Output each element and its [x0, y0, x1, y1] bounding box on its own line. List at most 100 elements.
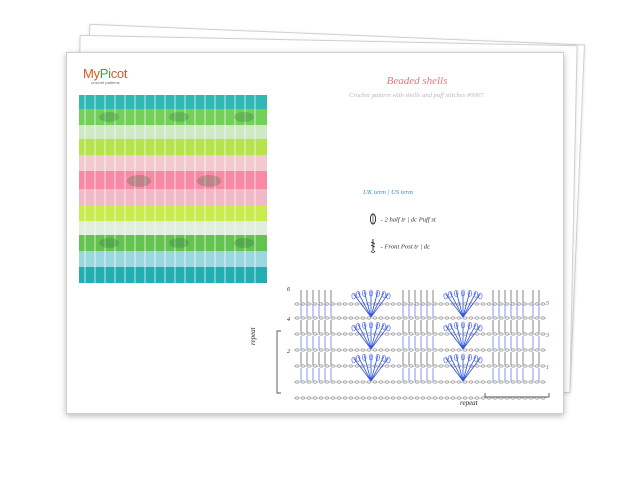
legend-text-front-post: - Front Post tr | dc [380, 243, 431, 251]
puff-stitch-mark [351, 324, 356, 332]
chain-stitch [378, 348, 384, 352]
puff-stitch-mark [351, 356, 356, 364]
puff-stitch-mark [443, 292, 448, 300]
row-label-1: 1 [546, 365, 549, 371]
chain-stitch [396, 396, 402, 400]
shell-stitch-stroke [445, 325, 464, 350]
chain-stitch [420, 380, 426, 384]
chain-stitch [534, 316, 540, 320]
chain-stitch [402, 348, 408, 352]
legend-text-puff: - 2 half tr | dc Puff st [380, 216, 436, 224]
puff-stitch-mark [375, 290, 380, 297]
chain-stitch [408, 332, 414, 336]
chain-stitch [372, 348, 378, 352]
chain-stitch [426, 380, 432, 384]
pattern-title: Beaded shells [386, 75, 448, 87]
chain-stitch [360, 316, 366, 320]
chain-stitch [444, 364, 450, 368]
puff-stitch-mark [467, 322, 472, 329]
chain-stitch [354, 396, 360, 400]
shell-stitch-stroke [462, 356, 477, 382]
puff-stitch-mark [443, 356, 448, 364]
chain-stitch [318, 348, 324, 352]
chain-stitch [330, 380, 336, 384]
chain-stitch [456, 348, 462, 352]
chain-stitch [306, 348, 312, 352]
chain-stitch [324, 364, 330, 368]
chain-stitch [402, 332, 408, 336]
chain-stitch [306, 396, 312, 400]
shell-stitch-stroke [357, 324, 372, 350]
chain-stitch [408, 396, 414, 400]
chain-stitch [426, 348, 432, 352]
chain-stitch [384, 302, 390, 306]
chain-stitch [306, 316, 312, 320]
chain-stitch [522, 316, 528, 320]
chain-stitch [330, 316, 336, 320]
chain-stitch [522, 396, 528, 400]
crochet-swatch-photo [79, 95, 267, 283]
chain-stitch [300, 364, 306, 368]
chain-stitch [294, 302, 300, 306]
chain-stitch [474, 332, 480, 336]
chain-stitch [450, 380, 456, 384]
puff-stitch-mark [368, 353, 374, 361]
chain-stitch [444, 302, 450, 306]
chain-stitch [336, 364, 342, 368]
chain-stitch [318, 332, 324, 336]
pattern-subtitle: Crochet pattern with shells and puff sti… [348, 92, 486, 99]
chain-stitch [396, 302, 402, 306]
chain-stitch [456, 380, 462, 384]
chain-stitch [474, 396, 480, 400]
chain-stitch [534, 332, 540, 336]
chain-stitch [486, 348, 492, 352]
chain-stitch [426, 332, 432, 336]
chain-stitch [444, 332, 450, 336]
chain-stitch [498, 302, 504, 306]
chain-stitch [348, 380, 354, 384]
chain-stitch [324, 348, 330, 352]
chain-stitch [486, 332, 492, 336]
chain-stitch [408, 302, 414, 306]
chain-stitch [366, 348, 372, 352]
pattern-page: MyPicot crochet patterns [66, 52, 564, 414]
puff-stitch-mark [460, 353, 466, 361]
chain-stitch [474, 302, 480, 306]
chain-stitch [348, 396, 354, 400]
chain-stitch [534, 364, 540, 368]
chain-stitch [426, 302, 432, 306]
chain-stitch [306, 380, 312, 384]
chain-stitch [498, 396, 504, 400]
chain-stitch [504, 316, 510, 320]
chain-stitch [336, 348, 342, 352]
chain-stitch [522, 380, 528, 384]
chain-stitch [528, 316, 534, 320]
chain-stitch [300, 396, 306, 400]
chain-stitch [510, 380, 516, 384]
chain-stitch [516, 332, 522, 336]
chain-stitch [336, 302, 342, 306]
chain-stitch [432, 364, 438, 368]
shell-stitch-stroke [449, 324, 464, 350]
chain-stitch [414, 332, 420, 336]
chain-stitch [354, 364, 360, 368]
chain-stitch [444, 396, 450, 400]
chain-stitch [492, 396, 498, 400]
puff-stitch-mark [362, 322, 367, 329]
chain-stitch [456, 396, 462, 400]
chain-stitch [414, 348, 420, 352]
chain-stitch [294, 364, 300, 368]
chain-stitch [414, 380, 420, 384]
chain-stitch [342, 316, 348, 320]
chain-stitch [390, 364, 396, 368]
puff-stitch-mark [368, 289, 374, 297]
chain-stitch [378, 316, 384, 320]
row-label-6: 6 [287, 287, 290, 293]
chain-stitch [324, 380, 330, 384]
legend-item-puff: - 2 half tr | dc Puff st [369, 213, 436, 227]
chain-stitch [342, 302, 348, 306]
chain-stitch [486, 302, 492, 306]
chain-stitch [432, 396, 438, 400]
chain-stitch [486, 316, 492, 320]
puff-stitch-mark [467, 290, 472, 297]
